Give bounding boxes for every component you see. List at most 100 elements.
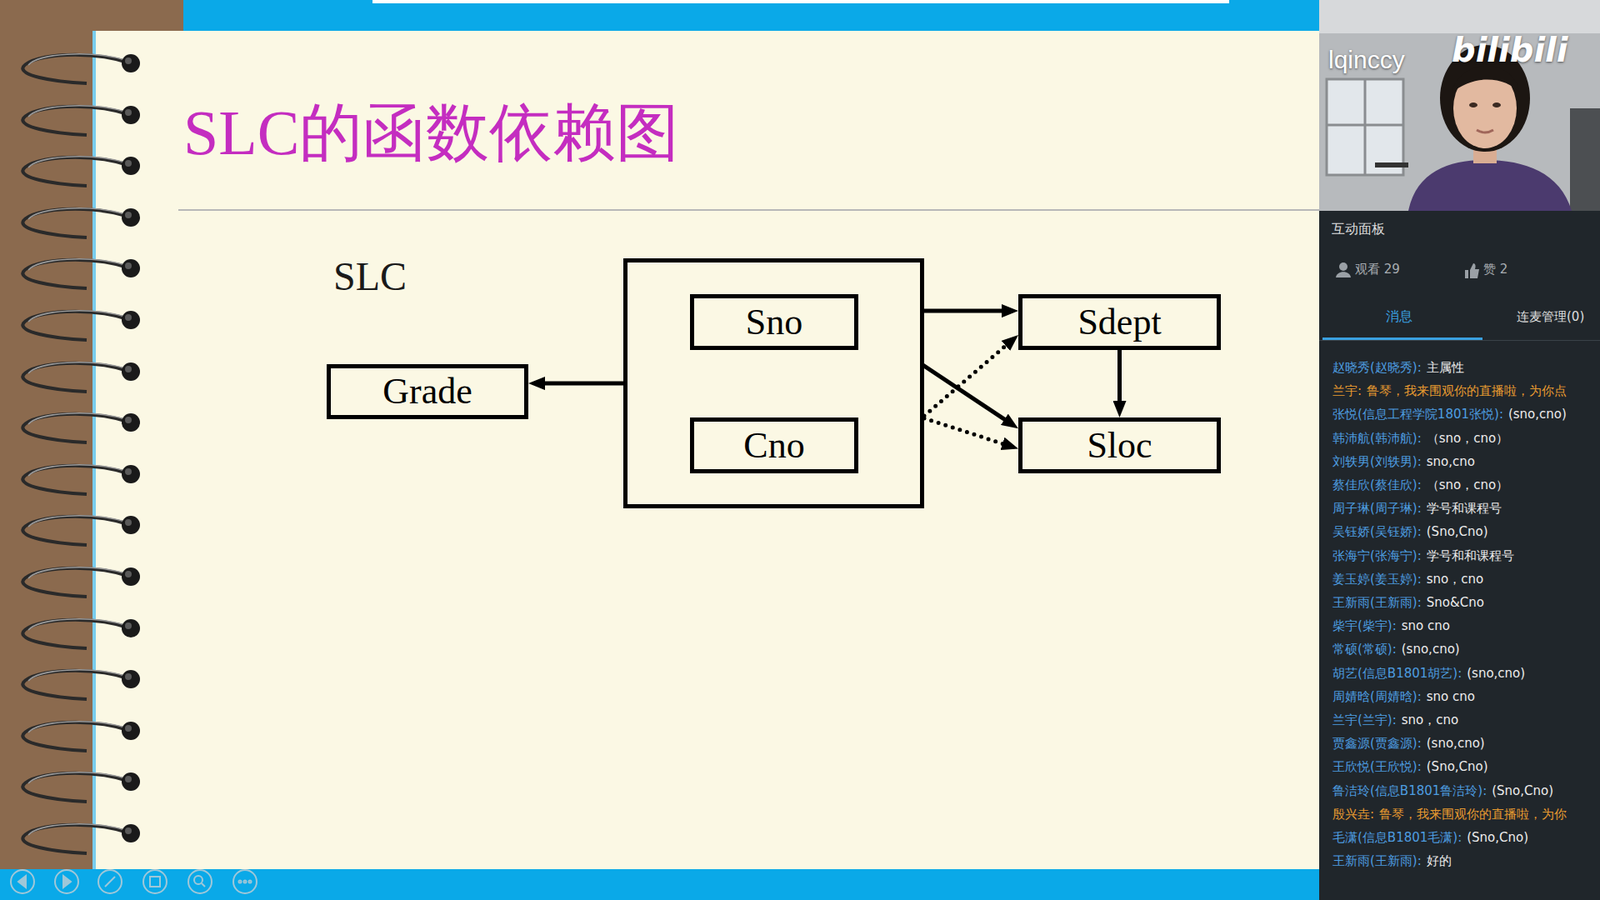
chat-message: 常硕(常硕):(sno,cno) [1332,640,1460,659]
chat-user: 兰宇: [1332,383,1362,399]
chat-text: (sno,cno) [1426,735,1485,751]
attribute-name: Sloc [1086,427,1152,465]
webcam-image [1319,0,1600,211]
chat-message: 殷兴垚:鲁琴，我来围观你的直播啦，为你 [1332,805,1567,824]
chat-text: (Sno,Cno) [1426,759,1489,775]
tab-underline [1322,337,1483,340]
panel-icons [1335,262,1480,279]
chat-message: 蔡佳欣(蔡佳欣):（sno，cno） [1332,475,1509,495]
chat-message: 周子琳(周子琳):学号和课程号 [1332,499,1502,518]
chat-message: 张海宁(张海宁):学号和和课程号 [1332,546,1515,565]
chat-user: 王新雨(王新雨): [1332,595,1422,610]
chat-user: 胡艺(信息B1801胡艺): [1332,665,1462,681]
relation-name: SLC [333,252,407,301]
chat-user: 韩沛航(韩沛航): [1332,430,1422,446]
viewer-count: 观看 29 [1355,261,1400,277]
chat-text: (Sno,Cno) [1466,830,1529,845]
chat-user: 常硕(常硕): [1332,641,1397,657]
chat-user: 张悦(信息工程学院1801张悦): [1332,406,1504,422]
player-controls [10,870,257,894]
attribute-name: Sno [745,304,803,341]
chat-text: 学号和和课程号 [1426,548,1515,564]
attribute-name: Sdept [1077,304,1161,341]
chat-user: 鲁洁玲(信息B1801鲁洁玲): [1332,783,1487,799]
top-bar-stripe [372,0,1230,4]
attribute-box: Sno [690,294,859,350]
chat-message: 周婧晗(周婧晗):sno cno [1332,687,1475,706]
title-rule [178,209,1320,211]
chat-message: 兰宇:鲁琴，我来围观你的直播啦，为你点 [1332,381,1567,400]
chat-message: 鲁洁玲(信息B1801鲁洁玲):(Sno,Cno) [1332,781,1554,800]
attribute-box: Sloc [1018,417,1221,474]
chat-user: 周子琳(周子琳): [1332,500,1422,516]
chat-text: (sno,cno) [1466,665,1525,681]
like-count: 赞 2 [1483,261,1508,277]
chat-user: 周婧晗(周婧晗): [1332,689,1422,705]
tab-separator [1319,340,1600,341]
chat-message: 王新雨(王新雨):好的 [1332,851,1452,870]
chat-user: 王欣悦(王欣悦): [1332,759,1422,775]
chat-user: 蔡佳欣(蔡佳欣): [1332,477,1422,493]
transitive-dependency-arrow [924,418,1010,446]
chat-text: sno，cno [1426,571,1484,587]
chat-text: 学号和课程号 [1426,500,1502,516]
tab-label: 消息 [1385,308,1413,325]
chat-message: 贾鑫源(贾鑫源):(sno,cno) [1332,734,1485,753]
streamer-name: lqinccy [1328,45,1405,75]
slide-title: SLC的函数依赖图 [183,98,680,169]
attribute-box: Sdept [1018,294,1221,350]
chat-message: 毛潇(信息B1801毛潇):(Sno,Cno) [1332,828,1529,847]
chat-message: 刘轶男(刘轶男):sno,cno [1332,452,1475,471]
chat-message: 张悦(信息工程学院1801张悦):(sno,cno) [1332,405,1567,424]
top-bar [183,0,1320,31]
attribute-box: Grade [326,364,529,420]
chat-message: 兰宇(兰宇):sno，cno [1332,710,1459,730]
chat-message: 韩沛航(韩沛航):（sno，cno） [1332,429,1509,448]
attribute-name: Cno [743,427,805,465]
chat-user: 刘轶男(刘轶男): [1332,454,1422,470]
chat-message: 姜玉婷(姜玉婷):sno，cno [1332,570,1484,589]
site-logo: bilibili [1451,30,1569,70]
chat-text: 好的 [1426,853,1452,869]
chat-user: 姜玉婷(姜玉婷): [1332,571,1422,587]
chat-message: 王欣悦(王欣悦):(Sno,Cno) [1332,757,1489,776]
dependency-arrow [1117,350,1122,408]
chat-text: (Sno,Cno) [1491,783,1554,799]
chat-user: 殷兴垚: [1332,806,1375,822]
chat-message: 柴宇(柴宇):sno cno [1332,616,1450,635]
notebook-spiral [22,54,140,854]
tab-label: 连麦管理(0) [1516,309,1585,325]
chat-text: (sno,cno) [1508,406,1567,422]
chat-text: （sno，cno） [1426,430,1509,446]
chat-user: 赵晓秀(赵晓秀): [1332,360,1422,375]
chat-text: 主属性 [1426,360,1465,375]
key-group-box: SnoCno [623,258,925,509]
chat-text: sno，cno [1401,712,1459,728]
chat-text: Sno&Cno [1426,595,1485,610]
chat-user: 王新雨(王新雨): [1332,853,1422,869]
chat-text: sno,cno [1426,454,1475,470]
bottom-bar [0,869,1320,900]
transitive-dependency-arrow [924,341,1011,416]
chat-user: 吴钰娇(吴钰娇): [1332,524,1422,540]
chat-text: sno cno [1401,618,1450,634]
chat-panel [1319,210,1600,900]
chat-message: 胡艺(信息B1801胡艺):(sno,cno) [1332,664,1525,683]
dependency-arrow [538,381,624,386]
chat-message: 吴钰娇(吴钰娇):(Sno,Cno) [1332,522,1489,541]
chat-user: 张海宁(张海宁): [1332,548,1422,564]
chat-message: 王新雨(王新雨): Sno&Cno [1332,593,1485,612]
chat-text: sno cno [1426,689,1475,705]
chat-text: 鲁琴，我来围观你的直播啦，为你 [1379,806,1567,822]
chat-text: (Sno,Cno) [1426,524,1489,540]
attribute-box: Cno [690,417,859,474]
attribute-name: Grade [382,373,473,410]
chat-user: 兰宇(兰宇): [1332,712,1397,728]
chat-text: （sno，cno） [1426,477,1509,493]
slide-ground [93,30,1320,870]
chat-user: 柴宇(柴宇): [1332,618,1397,634]
panel-heading: 互动面板 [1331,220,1385,237]
chat-message: 赵晓秀(赵晓秀): 主属性 [1332,358,1465,377]
